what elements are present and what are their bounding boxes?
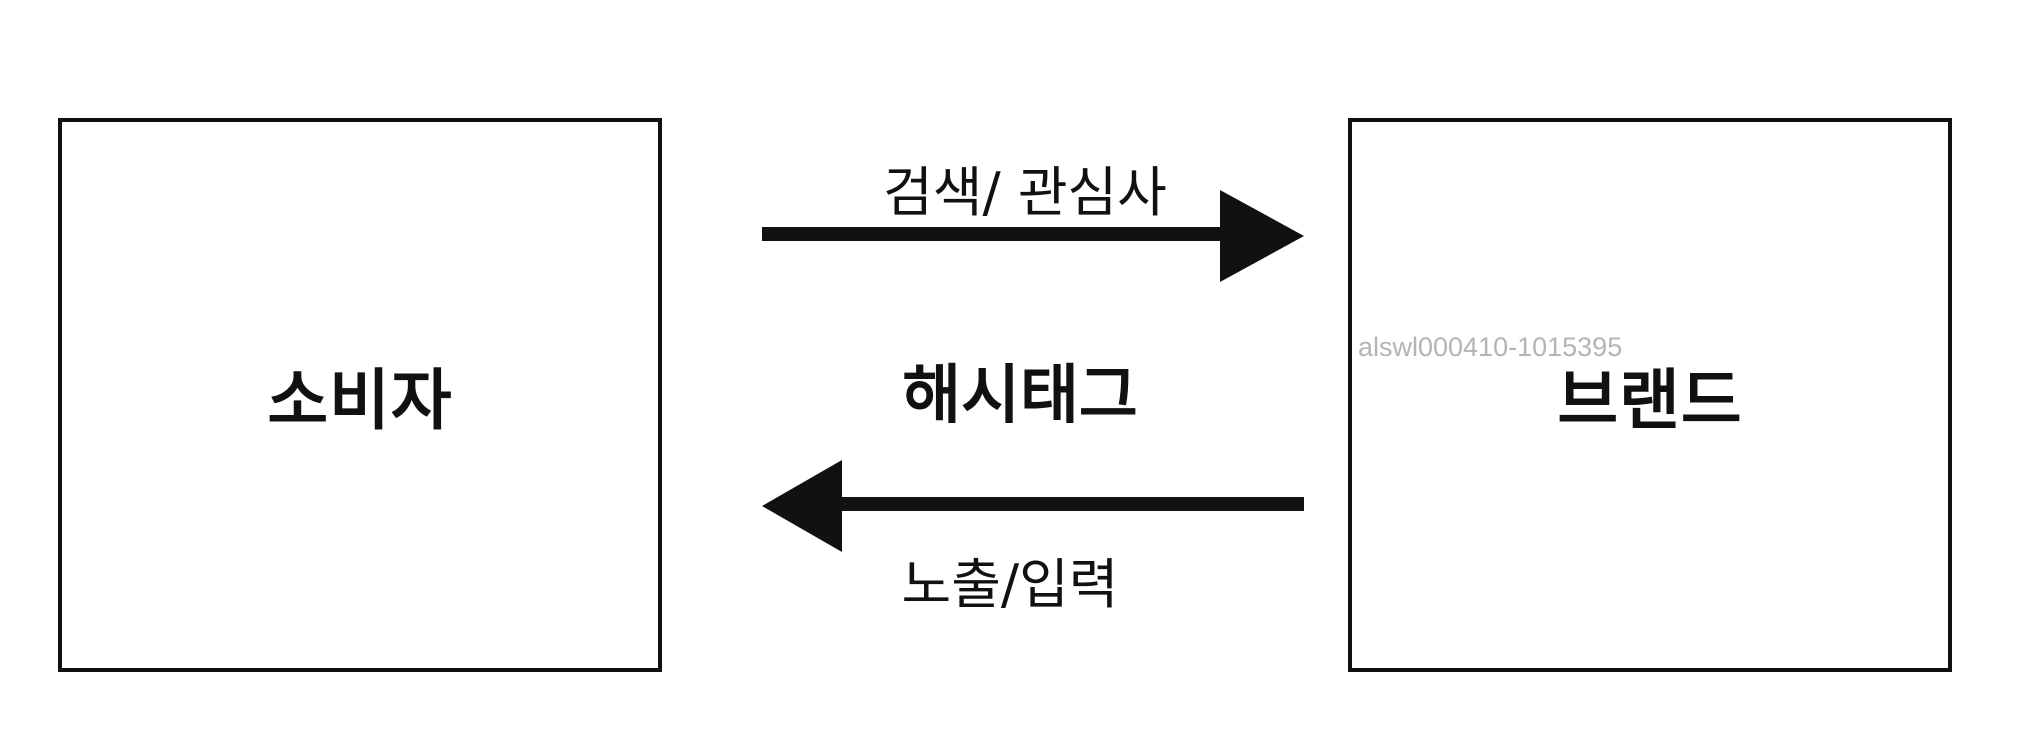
consumer-label: 소비자	[267, 362, 453, 439]
arrow-to-brand-head	[1220, 190, 1304, 282]
edge-label-exposure-input: 노출/입력	[901, 553, 1119, 616]
arrow-to-brand	[762, 190, 1304, 282]
watermark-text: alswl000410-1015395	[1358, 332, 1623, 362]
edge-label-search-interest: 검색/ 관심사	[883, 161, 1167, 224]
arrow-to-consumer-head	[762, 460, 842, 552]
arrow-to-consumer	[762, 460, 1304, 552]
brand-node: 브랜드	[1348, 118, 1952, 672]
brand-label: 브랜드	[1557, 362, 1743, 439]
center-label-hashtag: 해시태그	[902, 359, 1138, 433]
consumer-node: 소비자	[58, 118, 662, 672]
